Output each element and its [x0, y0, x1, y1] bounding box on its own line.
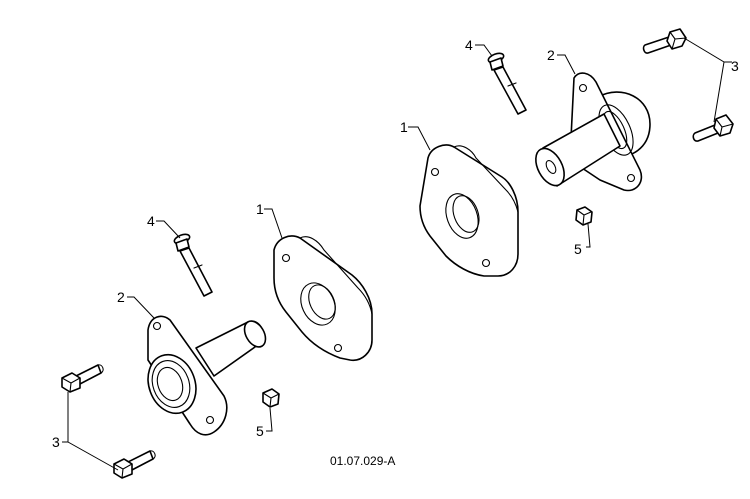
callout-bearing-flange-right: 2 [547, 47, 555, 63]
nut-left [262, 388, 280, 408]
spacer-left [273, 235, 373, 362]
callout-bearing-flange-left: 2 [117, 289, 125, 305]
nut-right [575, 206, 593, 226]
long-bolt-left [173, 233, 213, 297]
callout-spacer-left: 1 [256, 201, 264, 217]
callout-long-bolt-left: 4 [147, 213, 155, 229]
callout-nut-left: 5 [256, 423, 264, 439]
callout-nut-right: 5 [574, 241, 582, 257]
leader-lines [62, 37, 732, 471]
callout-long-bolt-right: 4 [465, 37, 473, 53]
callout-labels: 1 4 2 3 5 1 4 2 3 5 01.07.029-A [52, 37, 739, 468]
bearing-flange-left [147, 315, 267, 436]
flange-bolt-right-lower [692, 114, 734, 142]
drawing-code: 01.07.029-A [330, 454, 395, 468]
spacer-right [419, 144, 519, 277]
flange-bolt-left-lower [113, 450, 156, 479]
callout-spacer-right: 1 [400, 119, 408, 135]
callout-flange-bolt-left: 3 [52, 434, 60, 450]
bearing-flange-right [535, 72, 651, 192]
callout-flange-bolt-right: 3 [731, 58, 739, 74]
flange-bolt-right-upper [642, 28, 687, 54]
long-bolt-right [487, 52, 527, 115]
flange-bolt-left-upper [61, 364, 104, 393]
